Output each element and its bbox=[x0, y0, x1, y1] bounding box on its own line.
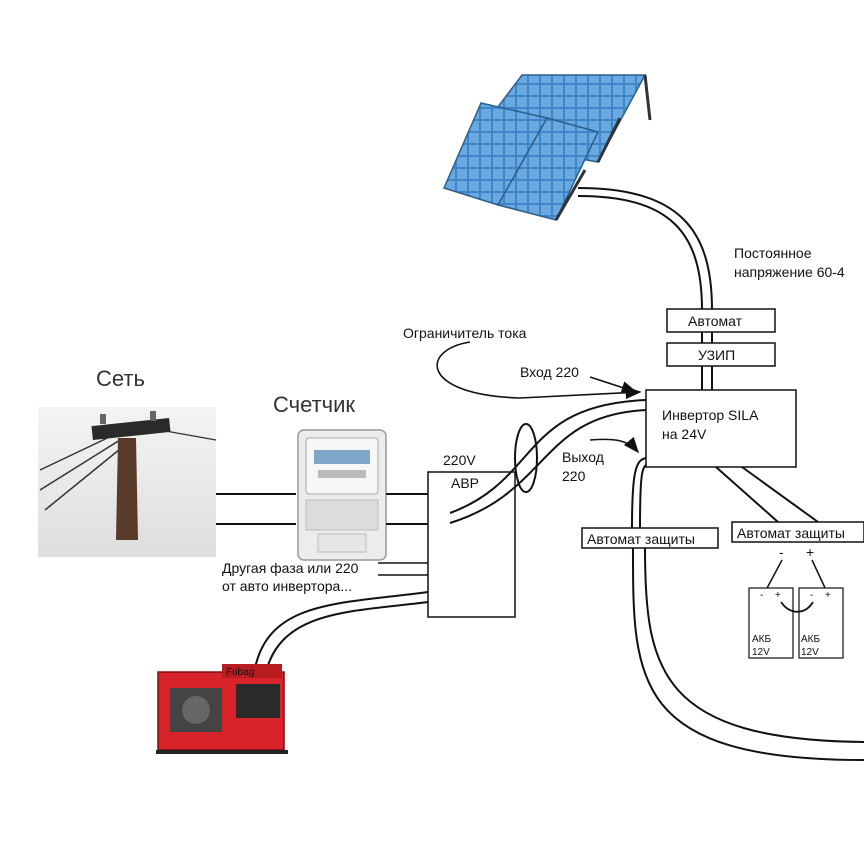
current-limiter-label: Ограничитель тока bbox=[403, 325, 527, 341]
ats-inverter-cable bbox=[449, 399, 647, 524]
battery-1: - + АКБ 12V bbox=[748, 587, 794, 659]
breaker-box bbox=[666, 308, 776, 333]
output-220-label-2: 220 bbox=[562, 468, 586, 484]
protection-breaker-right-label: Автомат защиты bbox=[737, 525, 845, 541]
protection-breaker-left bbox=[581, 527, 719, 549]
spd-box bbox=[666, 342, 776, 367]
svg-text:+: + bbox=[825, 590, 831, 601]
battery-2-label-1: АКБ bbox=[801, 634, 820, 645]
output-wires bbox=[631, 457, 647, 529]
other-phase-label-1: Другая фаза или 220 bbox=[222, 560, 359, 576]
inverter-label-1: Инвертор SILA bbox=[662, 407, 759, 423]
solar-panel-icon bbox=[442, 74, 652, 221]
current-limiter-arrow bbox=[436, 341, 642, 400]
ats-box bbox=[427, 471, 516, 618]
dc-voltage-label-1: Постоянное bbox=[734, 245, 812, 261]
output-arrow bbox=[589, 436, 640, 454]
meter-label: Счетчик bbox=[273, 392, 355, 417]
battery-2-label-2: 12V bbox=[801, 647, 819, 658]
minus-sign: - bbox=[779, 544, 784, 560]
spd-label: УЗИП bbox=[698, 347, 735, 363]
utility-pole-icon bbox=[38, 407, 217, 557]
svg-text:+: + bbox=[775, 590, 781, 601]
battery-1-label-1: АКБ bbox=[752, 634, 771, 645]
other-phase-label-2: от авто инвертора... bbox=[222, 578, 352, 594]
battery-link bbox=[780, 601, 814, 613]
svg-text:-: - bbox=[760, 590, 763, 601]
load-cable bbox=[631, 547, 864, 761]
svg-text:-: - bbox=[810, 590, 813, 601]
plus-sign: + bbox=[806, 544, 814, 560]
protection-breaker-left-label: Автомат защиты bbox=[587, 531, 695, 547]
electric-meter-icon bbox=[297, 429, 387, 561]
generator-icon: Fubag bbox=[156, 664, 288, 754]
ats-voltage-label: 220V bbox=[443, 452, 476, 468]
grid-label: Сеть bbox=[96, 366, 145, 391]
generator-brand: Fubag bbox=[226, 667, 254, 678]
ats-label: АВР bbox=[451, 475, 479, 491]
input-arrow bbox=[589, 376, 638, 394]
inverter-box bbox=[645, 389, 797, 468]
protection-breaker-right bbox=[731, 521, 864, 543]
input-220-label: Вход 220 bbox=[520, 364, 579, 380]
inverter-label-2: на 24V bbox=[662, 426, 707, 442]
battery-dc-wires bbox=[715, 466, 819, 523]
generator-cable bbox=[254, 591, 429, 673]
battery-2: - + АКБ 12V bbox=[798, 587, 844, 659]
dc-voltage-label-2: напряжение 60-4 bbox=[734, 264, 845, 280]
battery-1-label-2: 12V bbox=[752, 647, 770, 658]
breaker-label: Автомат bbox=[688, 313, 743, 329]
output-220-label-1: Выход bbox=[562, 449, 604, 465]
